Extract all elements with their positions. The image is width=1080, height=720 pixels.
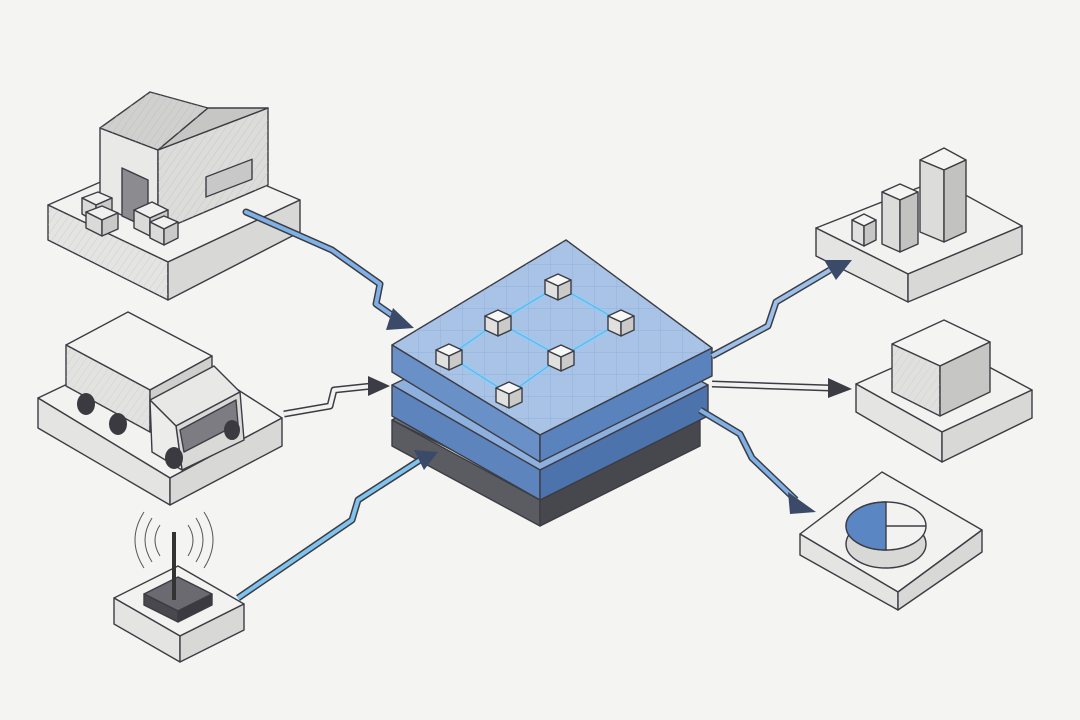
pie-chart-icon bbox=[845, 501, 927, 569]
data-node bbox=[435, 343, 463, 371]
central-data-platform bbox=[391, 239, 713, 527]
arrow-sensor-to-hub bbox=[236, 450, 438, 601]
arrow-hub-to-storage bbox=[711, 378, 852, 398]
arrow-hub-to-pie-chart bbox=[698, 406, 816, 514]
warehouse-boxes bbox=[81, 191, 179, 246]
arrow-warehouse-to-hub bbox=[242, 208, 414, 330]
data-node bbox=[544, 273, 572, 301]
hub-data-nodes bbox=[435, 273, 635, 409]
delivery-truck-icon bbox=[65, 311, 245, 471]
wireless-sensor-icon bbox=[134, 511, 214, 623]
data-node bbox=[607, 309, 635, 337]
cube-icon bbox=[891, 319, 991, 417]
arrow-hub-to-bar-chart bbox=[710, 260, 852, 360]
bar-chart-platform bbox=[815, 179, 1023, 303]
data-node bbox=[495, 381, 523, 409]
warehouse-icon bbox=[99, 91, 269, 233]
bar-chart-icon bbox=[851, 147, 967, 253]
data-node bbox=[547, 344, 575, 372]
arrow-truck-to-hub bbox=[283, 376, 390, 418]
data-node bbox=[484, 309, 512, 337]
